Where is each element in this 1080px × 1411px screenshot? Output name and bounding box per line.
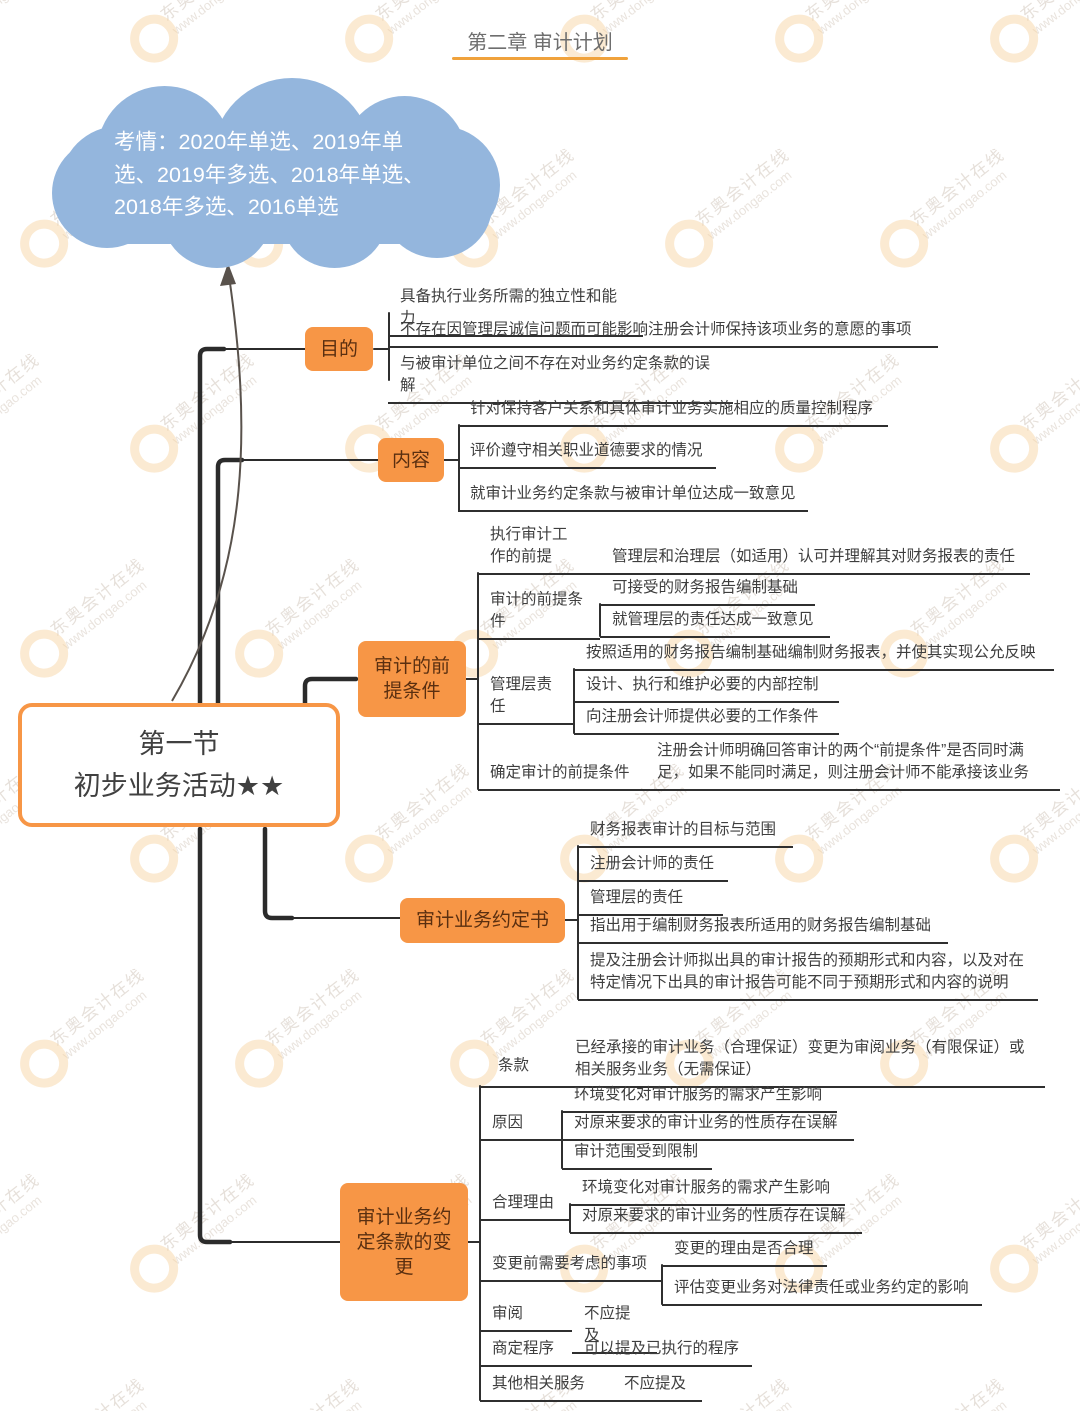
cloud-shape (382, 153, 492, 258)
central-topic[interactable]: 第一节 初步业务活动★★ (18, 703, 340, 827)
arrow-to-cloud (171, 263, 243, 702)
precond-item[interactable]: 向注册会计师提供必要的工作条件 (574, 706, 839, 735)
exam-info-cloud[interactable]: 考情：2020年单选、2019年单 选、2019年多选、2018年单选、 201… (42, 78, 508, 268)
precond-item[interactable]: 可接受的财务报告编制基础 (600, 577, 815, 606)
precond-item[interactable]: 设计、执行和维护必要的内部控制 (574, 674, 839, 703)
changes-row-label[interactable]: 审阅 (480, 1303, 572, 1332)
changes-item[interactable]: 不应提及 (572, 1303, 657, 1354)
changes-row-label[interactable]: 合理理由 (480, 1192, 570, 1221)
precond-item[interactable]: 按照适用的财务报告编制基础编制财务报表，并使其实现公允反映 (574, 642, 1054, 671)
precond-item[interactable]: 管理层和治理层（如适用）认可并理解其对财务报表的责任 (600, 546, 1030, 575)
branch-purpose[interactable]: 目的 (305, 327, 373, 371)
precond-row-label[interactable]: 执行审计工 作的前提 (478, 524, 600, 575)
precond-item[interactable]: 注册会计师明确回答审计的两个“前提条件”是否同时满 足，如果不能同时满足，则注册… (645, 740, 1060, 791)
changes-item[interactable]: 对原来要求的审计业务的性质存在误解 (562, 1112, 854, 1141)
branch-engagement-letter[interactable]: 审计业务约定书 (400, 898, 565, 943)
content-item[interactable]: 就审计业务约定条款与被审计单位达成一致意见 (458, 483, 808, 512)
exam-info-line: 考情：2020年单选、2019年单 (114, 130, 404, 154)
central-topic-line1: 第一节 (138, 729, 220, 759)
central-topic-line2: 初步业务活动★★ (73, 771, 285, 801)
cloud-shape (162, 163, 272, 268)
precond-item[interactable]: 就管理层的责任达成一致意见 (600, 609, 830, 638)
exam-info-text: 考情：2020年单选、2019年单 选、2019年多选、2018年单选、 201… (114, 126, 425, 224)
changes-item[interactable]: 环境变化对审计服务的需求产生影响 (562, 1084, 837, 1113)
title-underline (452, 57, 628, 60)
content-item[interactable]: 评价遵守相关职业道德要求的情况 (458, 440, 716, 469)
letter-item[interactable]: 指出用于编制财务报表所适用的财务报告编制基础 (578, 915, 948, 944)
precond-row-label[interactable]: 审计的前提条件 (478, 589, 600, 640)
changes-row-label[interactable]: 原因 (480, 1112, 562, 1141)
branch-content[interactable]: 内容 (378, 438, 444, 482)
exam-info-line: 选、2019年多选、2018年单选、 (114, 162, 425, 187)
letter-item[interactable]: 提及注册会计师拟出具的审计报告的预期形式和内容，以及对在 特定情况下出具的审计报… (578, 950, 1038, 1001)
branch-preconditions[interactable]: 审计的前 提条件 (358, 641, 466, 717)
content-item[interactable]: 针对保持客户关系和具体审计业务实施相应的质量控制程序 (458, 398, 888, 427)
letter-item[interactable]: 财务报表审计的目标与范围 (578, 819, 793, 848)
purpose-item[interactable]: 具备执行业务所需的独立性和能力 (388, 286, 643, 337)
letter-item[interactable]: 管理层的责任 (578, 887, 723, 916)
changes-item[interactable]: 变更的理由是否合理 (662, 1238, 827, 1267)
changes-item[interactable]: 环境变化对审计服务的需求产生影响 (570, 1177, 845, 1206)
purpose-item[interactable]: 与被审计单位之间不存在对业务约定条款的误解 (388, 353, 733, 404)
changes-row-label[interactable]: 条款 (498, 1057, 530, 1074)
changes-item[interactable]: 评估变更业务对法律责任或业务约定的影响 (662, 1277, 982, 1306)
changes-row-label[interactable]: 商定程序 (480, 1338, 572, 1367)
changes-row-label[interactable]: 其他相关服务 (480, 1373, 612, 1402)
changes-row-label[interactable]: 变更前需要考虑的事项 (480, 1253, 662, 1282)
spine-lines (197, 346, 359, 1245)
changes-item[interactable]: 已经承接的审计业务（合理保证）变更为审阅业务（有限保证）或 相关服务业务（无需保… (480, 1037, 1045, 1088)
cloud-shape (282, 168, 387, 268)
precond-row-label[interactable]: 确定审计的前提条件 (478, 762, 645, 791)
changes-item[interactable]: 对原来要求的审计业务的性质存在误解 (570, 1205, 862, 1234)
precond-row-label[interactable]: 管理层责任 (478, 674, 574, 725)
letter-item[interactable]: 注册会计师的责任 (578, 853, 728, 882)
branch-terms-change[interactable]: 审计业务约 定条款的变 更 (340, 1183, 468, 1301)
changes-item[interactable]: 可以提及已执行的程序 (572, 1338, 752, 1367)
changes-item[interactable]: 不应提及 (612, 1373, 702, 1402)
cloud-shape (52, 138, 162, 248)
page-title: 第二章 审计计划 (467, 32, 613, 54)
changes-item[interactable]: 审计范围受到限制 (562, 1141, 712, 1170)
purpose-item[interactable]: 不存在因管理层诚信问题而可能影响注册会计师保持该项业务的意愿的事项 (388, 319, 938, 348)
exam-info-line: 2018年多选、2016单选 (114, 195, 339, 219)
feeder-lines (222, 348, 400, 1243)
